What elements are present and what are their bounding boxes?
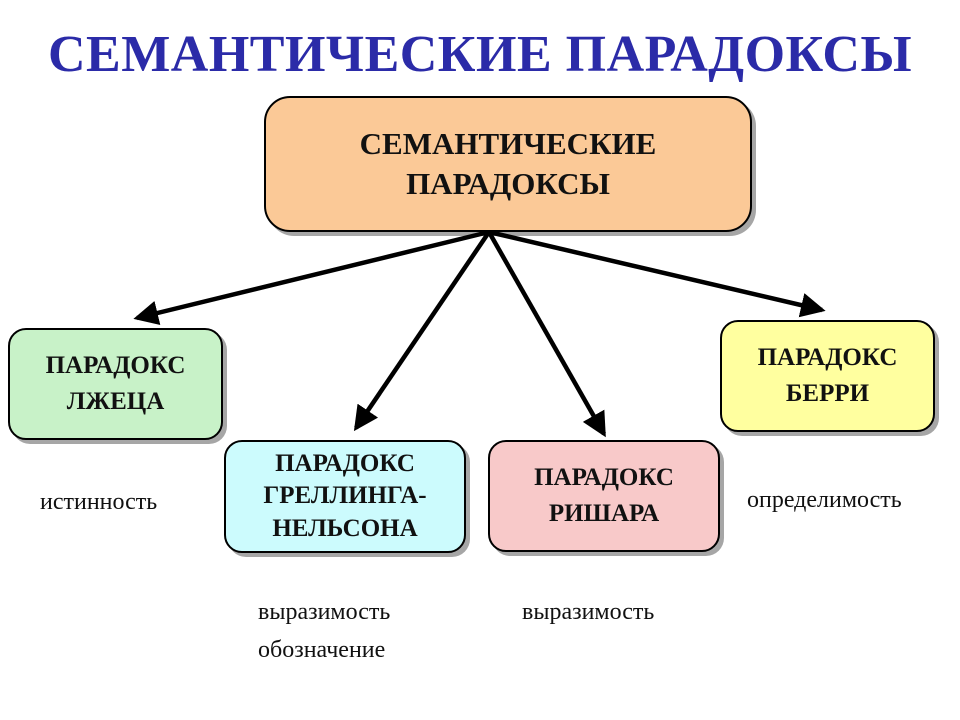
node-semantic-paradoxes: СЕМАНТИЧЕСКИЕ ПАРАДОКСЫ bbox=[264, 96, 752, 232]
node-grelling-nelson-paradox-label: ПАРАДОКС ГРЕЛЛИНГА- НЕЛЬСОНА bbox=[263, 449, 427, 542]
node-liar-paradox: ПАРАДОКС ЛЖЕЦА bbox=[8, 328, 223, 440]
node-grelling-nelson-paradox: ПАРАДОКС ГРЕЛЛИНГА- НЕЛЬСОНА bbox=[224, 440, 466, 553]
caption-berry-definability: определимость bbox=[747, 487, 902, 513]
arrow-root-to-liar bbox=[133, 229, 490, 326]
caption-richard-expressibility: выразимость bbox=[522, 599, 655, 625]
node-berry-paradox-label: ПАРАДОКС БЕРРИ bbox=[757, 343, 898, 407]
node-liar-paradox-label: ПАРАДОКС ЛЖЕЦА bbox=[45, 351, 186, 415]
caption-grelling-expressibility: выразимость bbox=[258, 599, 391, 625]
node-richard-paradox-label: ПАРАДОКС РИШАРА bbox=[534, 463, 674, 527]
arrow-root-to-berry bbox=[488, 229, 826, 318]
node-berry-paradox: ПАРАДОКС БЕРРИ bbox=[720, 320, 935, 432]
node-semantic-paradoxes-label: СЕМАНТИЧЕСКИЕ ПАРАДОКСЫ bbox=[359, 125, 657, 201]
page-title: СЕМАНТИЧЕСКИЕ ПАРАДОКСЫ bbox=[47, 26, 913, 83]
caption-grelling-denotation: обозначение bbox=[258, 637, 386, 663]
caption-liar-truth: истинность bbox=[40, 489, 158, 515]
arrow-root-to-richard bbox=[487, 230, 606, 438]
arrow-root-to-grelling bbox=[353, 230, 491, 432]
node-richard-paradox: ПАРАДОКС РИШАРА bbox=[488, 440, 720, 552]
